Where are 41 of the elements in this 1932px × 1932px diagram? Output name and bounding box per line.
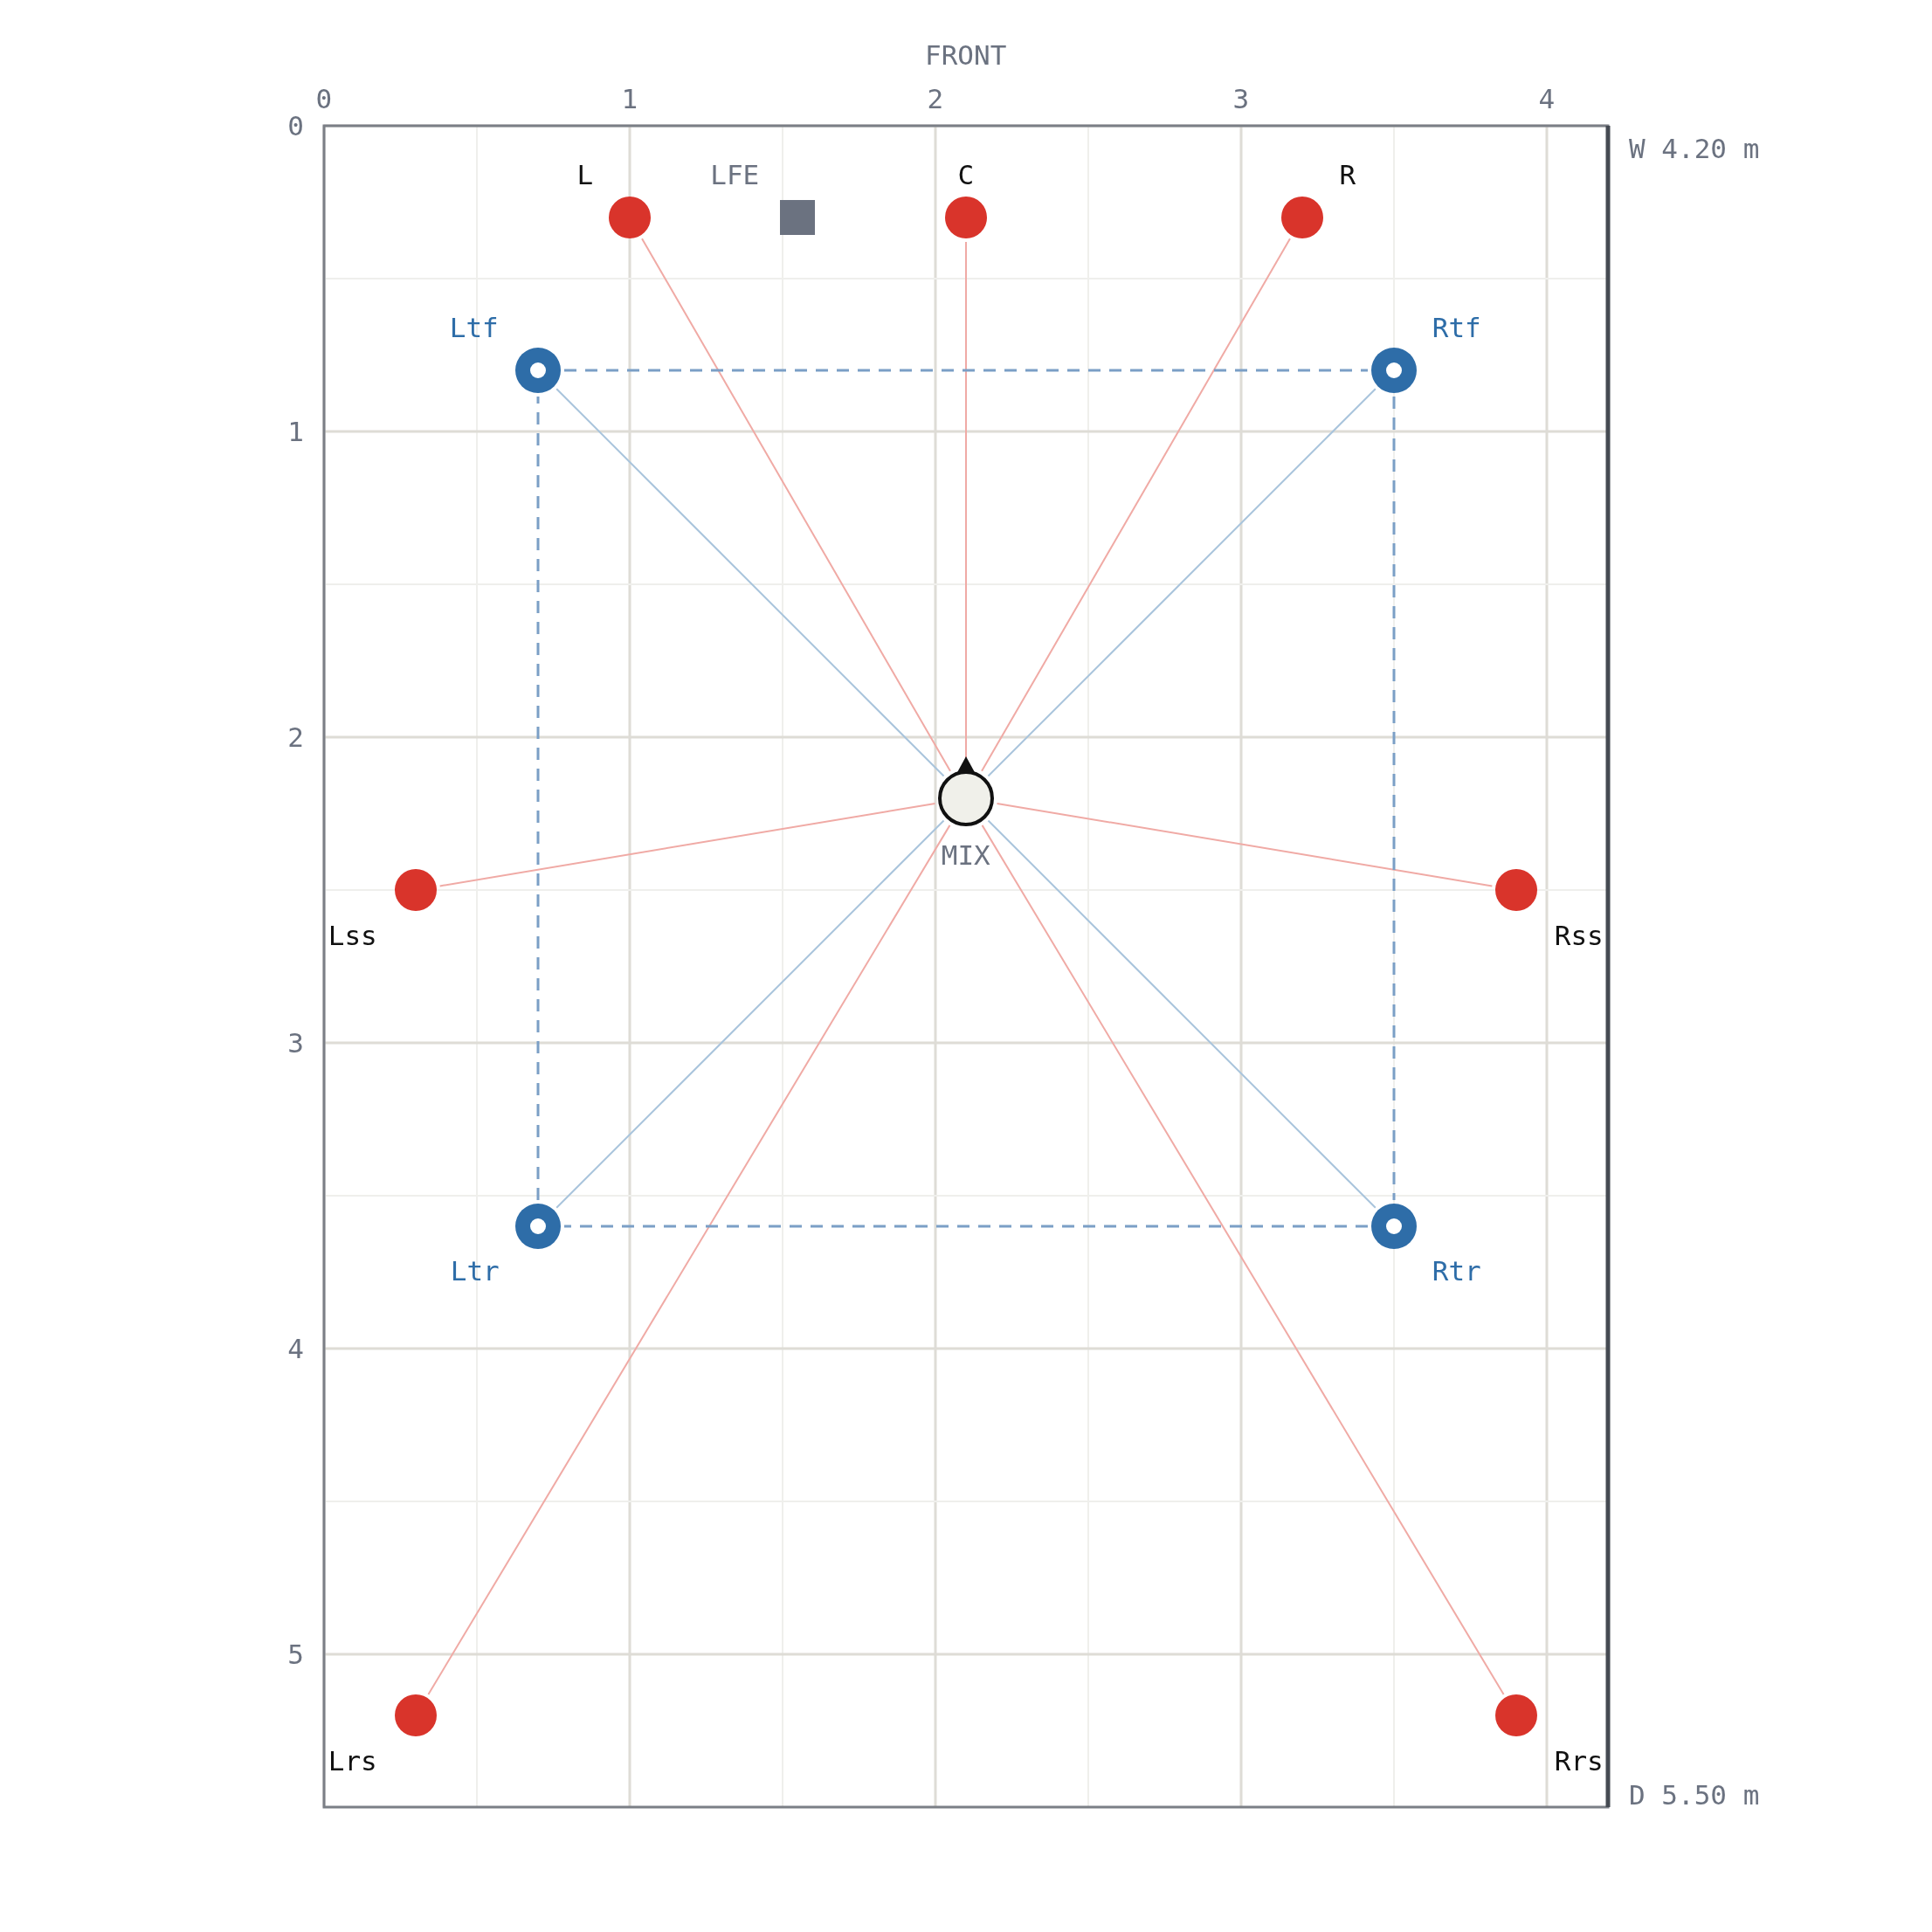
speaker-label: LFE <box>710 159 760 190</box>
speaker-label: Rss <box>1554 920 1604 951</box>
sight-line <box>438 802 936 887</box>
axis-tick-label: 0 <box>315 83 333 114</box>
speaker-label: Rtf <box>1432 312 1481 343</box>
axis-tick-label: 3 <box>1232 83 1250 114</box>
speaker-label: Ltr <box>450 1255 500 1287</box>
axis-tick-label: 1 <box>287 416 304 447</box>
axis-tick-label: 5 <box>287 1639 304 1670</box>
dashed-connector-line <box>564 369 1368 372</box>
dashed-connector-line <box>564 1225 1368 1228</box>
speaker-label: L <box>576 159 594 190</box>
speaker-label: MIX <box>941 839 990 871</box>
sight-line <box>427 824 951 1695</box>
sight-line <box>981 238 1291 772</box>
axis-tick-label: 1 <box>621 83 638 114</box>
sight-line <box>996 802 1494 887</box>
speaker-label: Rtr <box>1432 1255 1481 1287</box>
axis-tick-label: 2 <box>927 83 944 114</box>
speaker-label: Rrs <box>1554 1745 1604 1777</box>
direction-label: FRONT <box>925 39 1007 71</box>
axis-tick-label: 0 <box>287 110 304 141</box>
speaker-label: Ltf <box>449 312 499 343</box>
sight-line <box>555 819 945 1209</box>
dimension-label: D 5.50 m <box>1629 1779 1760 1811</box>
speaker-label: R <box>1339 159 1356 190</box>
axis-tick-label: 4 <box>1538 83 1556 114</box>
dashed-connector-line <box>536 397 540 1200</box>
speaker-label: Lrs <box>328 1745 377 1777</box>
dimension-label: W 4.20 m <box>1629 133 1760 164</box>
axis-tick-label: 4 <box>287 1333 304 1364</box>
sight-line <box>641 238 951 772</box>
axis-tick-label: 2 <box>287 721 304 753</box>
axis-tick-label: 3 <box>287 1027 304 1059</box>
sight-line <box>987 388 1377 777</box>
speaker-label: Lss <box>328 920 377 951</box>
dashed-connector-line <box>1392 397 1396 1200</box>
sight-line <box>555 388 945 777</box>
speaker-label: C <box>957 159 975 190</box>
sight-line <box>981 824 1505 1695</box>
sight-line <box>987 819 1377 1209</box>
